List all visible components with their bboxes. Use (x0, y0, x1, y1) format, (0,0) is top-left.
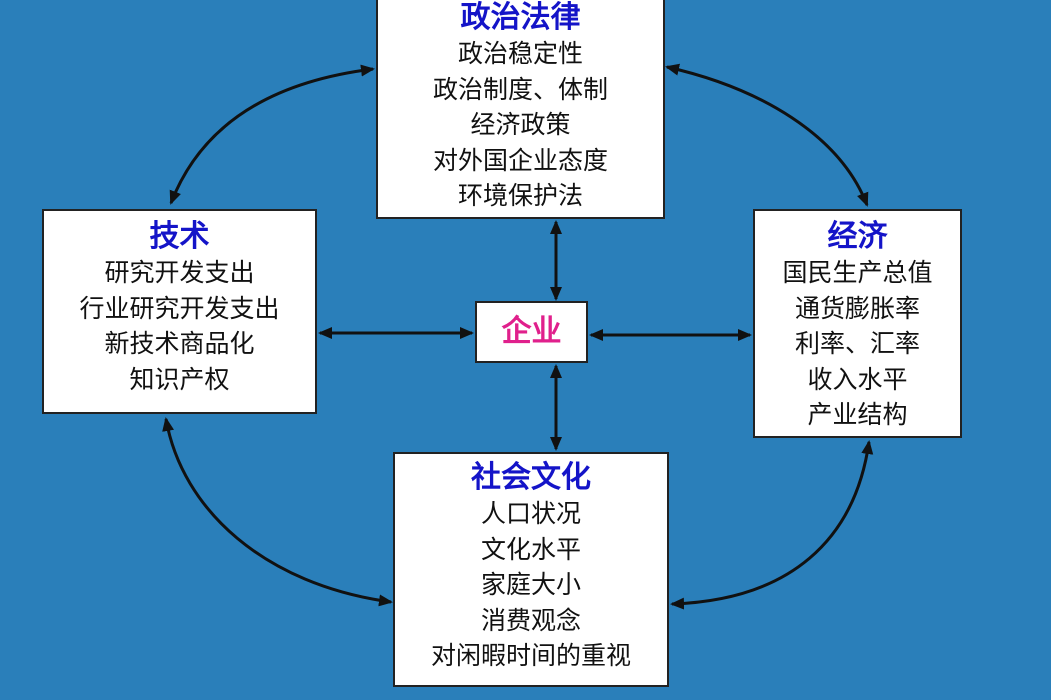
society-item: 消费观念 (480, 605, 581, 635)
society-item: 文化水平 (480, 534, 581, 564)
economy-title: 经济 (827, 219, 888, 254)
society-item: 家庭大小 (480, 570, 581, 599)
politics-item: 政治稳定性 (457, 39, 583, 68)
economy-item: 利率、汇率 (794, 329, 920, 358)
arrow-technology-society (162, 417, 393, 607)
arrow-politics-technology (169, 64, 375, 205)
technology-item: 知识产权 (129, 364, 230, 394)
technology-item: 研究开发支出 (104, 258, 255, 287)
society-culture-title: 社会文化 (471, 460, 591, 495)
politics-law-box: 政治法律 政治稳定性 政治制度、体制 经济政策 对外国企业态度 环境保护法 (376, 0, 665, 219)
technology-item: 新技术商品化 (104, 329, 255, 358)
economy-item: 产业结构 (807, 400, 908, 429)
politics-item: 对外国企业态度 (432, 145, 608, 175)
economy-item: 收入水平 (807, 364, 908, 394)
politics-item: 经济政策 (470, 110, 571, 139)
society-item: 对闲暇时间的重视 (430, 641, 631, 670)
economy-box: 经济 国民生产总值 通货膨胀率 利率、汇率 收入水平 产业结构 (753, 209, 962, 438)
politics-item: 政治制度、体制 (432, 74, 608, 104)
arrow-economy-society (670, 440, 874, 610)
economy-item: 国民生产总值 (782, 258, 933, 287)
technology-box: 技术 研究开发支出 行业研究开发支出 新技术商品化 知识产权 (42, 209, 317, 414)
economy-item: 通货膨胀率 (794, 293, 920, 323)
politics-law-title: 政治法律 (460, 0, 581, 35)
society-item: 人口状况 (480, 499, 581, 528)
arrow-politics-economy (665, 63, 869, 207)
society-culture-box: 社会文化 人口状况 文化水平 家庭大小 消费观念 对闲暇时间的重视 (393, 452, 669, 687)
technology-item: 行业研究开发支出 (79, 293, 280, 323)
enterprise-center-box: 企业 (475, 301, 588, 363)
politics-item: 环境保护法 (457, 181, 583, 210)
technology-title: 技术 (149, 219, 210, 254)
